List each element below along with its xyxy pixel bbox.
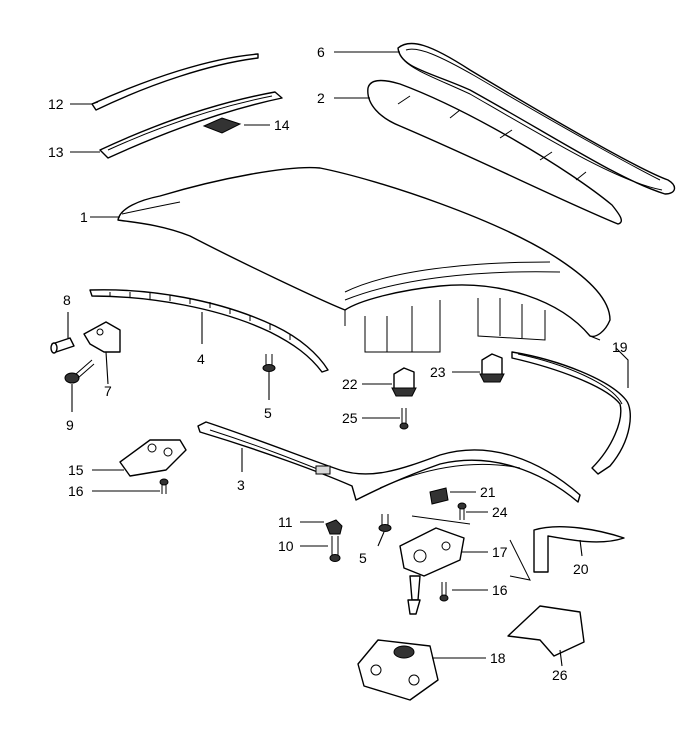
callout-25: 25 (342, 410, 358, 426)
part-2-rear-window (367, 79, 622, 225)
part-8-pin (50, 337, 75, 354)
leader-lines (67, 51, 629, 667)
callout-10: 10 (278, 538, 294, 554)
part-1-roof-shell (117, 166, 611, 341)
callout-8: 8 (63, 292, 71, 308)
callout-22: 22 (342, 376, 358, 392)
callout-13: 13 (48, 144, 64, 160)
callout-24: 24 (492, 504, 508, 520)
part-23-mount (479, 353, 505, 383)
part-22-mount (391, 367, 417, 397)
part-9-screw (64, 359, 95, 384)
callout-5-upper: 5 (264, 405, 272, 421)
callout-4: 4 (197, 351, 205, 367)
callout-11: 11 (278, 514, 293, 530)
callout-21: 21 (480, 484, 496, 500)
part-24-screw (457, 502, 467, 520)
callout-18: 18 (490, 650, 506, 666)
callout-14: 14 (274, 117, 290, 133)
part-5-bolt-lower (378, 514, 392, 532)
callout-1: 1 (80, 209, 88, 225)
part-11-nut (325, 519, 343, 535)
part-18-latch-housing (357, 639, 439, 701)
part-6-window-seal (397, 42, 676, 195)
callout-15: 15 (68, 462, 84, 478)
part-16-bolt-left (159, 478, 169, 494)
callout-3: 3 (237, 477, 245, 493)
part-7-bracket (83, 321, 121, 353)
callout-5-lower: 5 (359, 550, 367, 566)
callout-6: 6 (317, 44, 325, 60)
callout-7: 7 (104, 383, 112, 399)
callout-20: 20 (573, 561, 589, 577)
callout-labels: 1 2 3 4 5 5 6 7 8 9 10 11 12 13 14 15 16… (48, 44, 628, 683)
part-26-cap (507, 605, 585, 657)
part-21-bracket (429, 487, 449, 505)
callout-9: 9 (66, 417, 74, 433)
part-20-cover-plate (533, 525, 625, 573)
callout-23: 23 (430, 364, 446, 380)
part-14-clip (202, 117, 242, 134)
callout-19: 19 (612, 339, 628, 355)
callout-16-left: 16 (68, 483, 84, 499)
part-4-side-rail (89, 289, 329, 373)
part-13-seal-strip (99, 91, 283, 159)
part-19-rear-seal (511, 351, 631, 475)
part-5-bolt-upper (262, 354, 276, 372)
part-15-latch (119, 439, 187, 477)
part-3-frame-rail (197, 421, 581, 503)
headliner-panels (364, 298, 546, 353)
part-12-strip (91, 53, 259, 111)
callout-16-lower: 16 (492, 582, 508, 598)
part-10-screw (329, 536, 341, 562)
callout-12: 12 (48, 96, 64, 112)
part-16-bolt-lower (439, 582, 449, 602)
part-25-screw (399, 408, 409, 430)
callout-26: 26 (552, 667, 568, 683)
callout-17: 17 (492, 544, 508, 560)
part-17-lock-bracket (399, 515, 531, 615)
callout-2: 2 (317, 90, 325, 106)
